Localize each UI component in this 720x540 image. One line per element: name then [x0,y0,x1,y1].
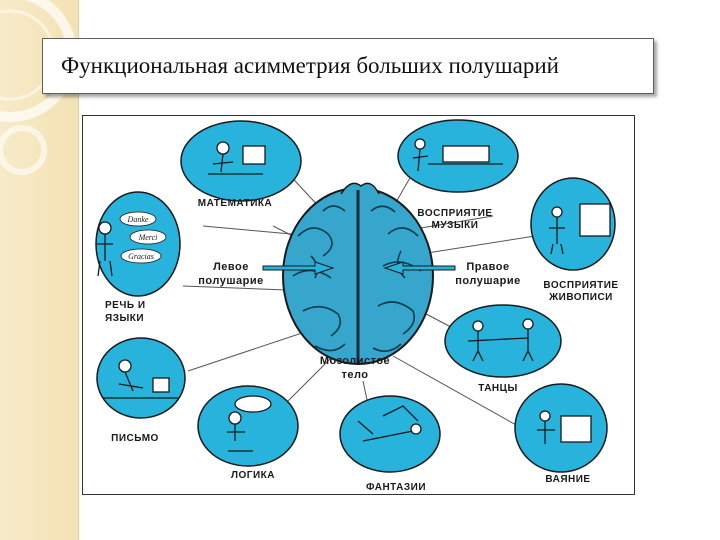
label-painting-1: ВОСПРИЯТИЕ [543,280,618,291]
label-math: МАТЕМАТИКА [198,198,273,209]
label-painting-2: ЖИВОПИСИ [548,292,613,303]
math-bubble [180,120,302,202]
label-fantasy: ФАНТАЗИИ [366,482,426,493]
label-left-hemisphere-1: Левое [213,261,249,273]
label-right-hemisphere-1: Правое [466,261,509,273]
slide-title-box: Функциональная асимметрия больших полуша… [42,38,654,94]
writing-bubble [96,337,186,419]
speech-bubble [95,191,181,297]
brain-diagram: Danke Merci Gracias МАТЕМАТИКА ВОСПРИ [82,115,635,495]
speech-word-3: Gracias [128,252,154,261]
label-corpus-callosum-1: Мозолистое [320,355,390,367]
speech-word-2: Merci [138,233,158,242]
label-corpus-callosum-2: тело [341,369,368,381]
slide-title: Функциональная асимметрия больших полуша… [61,53,559,78]
logic-bubble [197,385,299,467]
label-dance: ТАНЦЫ [478,383,518,394]
label-music-2: МУЗЫКИ [432,220,479,231]
label-music-1: ВОСПРИЯТИЕ [417,208,492,219]
label-speech-1: РЕЧЬ И [105,300,146,311]
label-left-hemisphere-2: полушарие [198,275,263,287]
label-writing: ПИСЬМО [111,433,159,444]
fantasy-bubble [339,395,441,473]
label-speech-2: ЯЗЫКИ [105,313,144,324]
illustration-sketches [97,138,611,452]
speech-word-1: Danke [127,215,149,224]
label-right-hemisphere-2: полушарие [455,275,520,287]
label-logic: ЛОГИКА [231,470,275,481]
brain-illustration [262,182,456,365]
dance-bubble [444,304,562,378]
label-sculpture: ВАЯНИЕ [545,474,590,485]
